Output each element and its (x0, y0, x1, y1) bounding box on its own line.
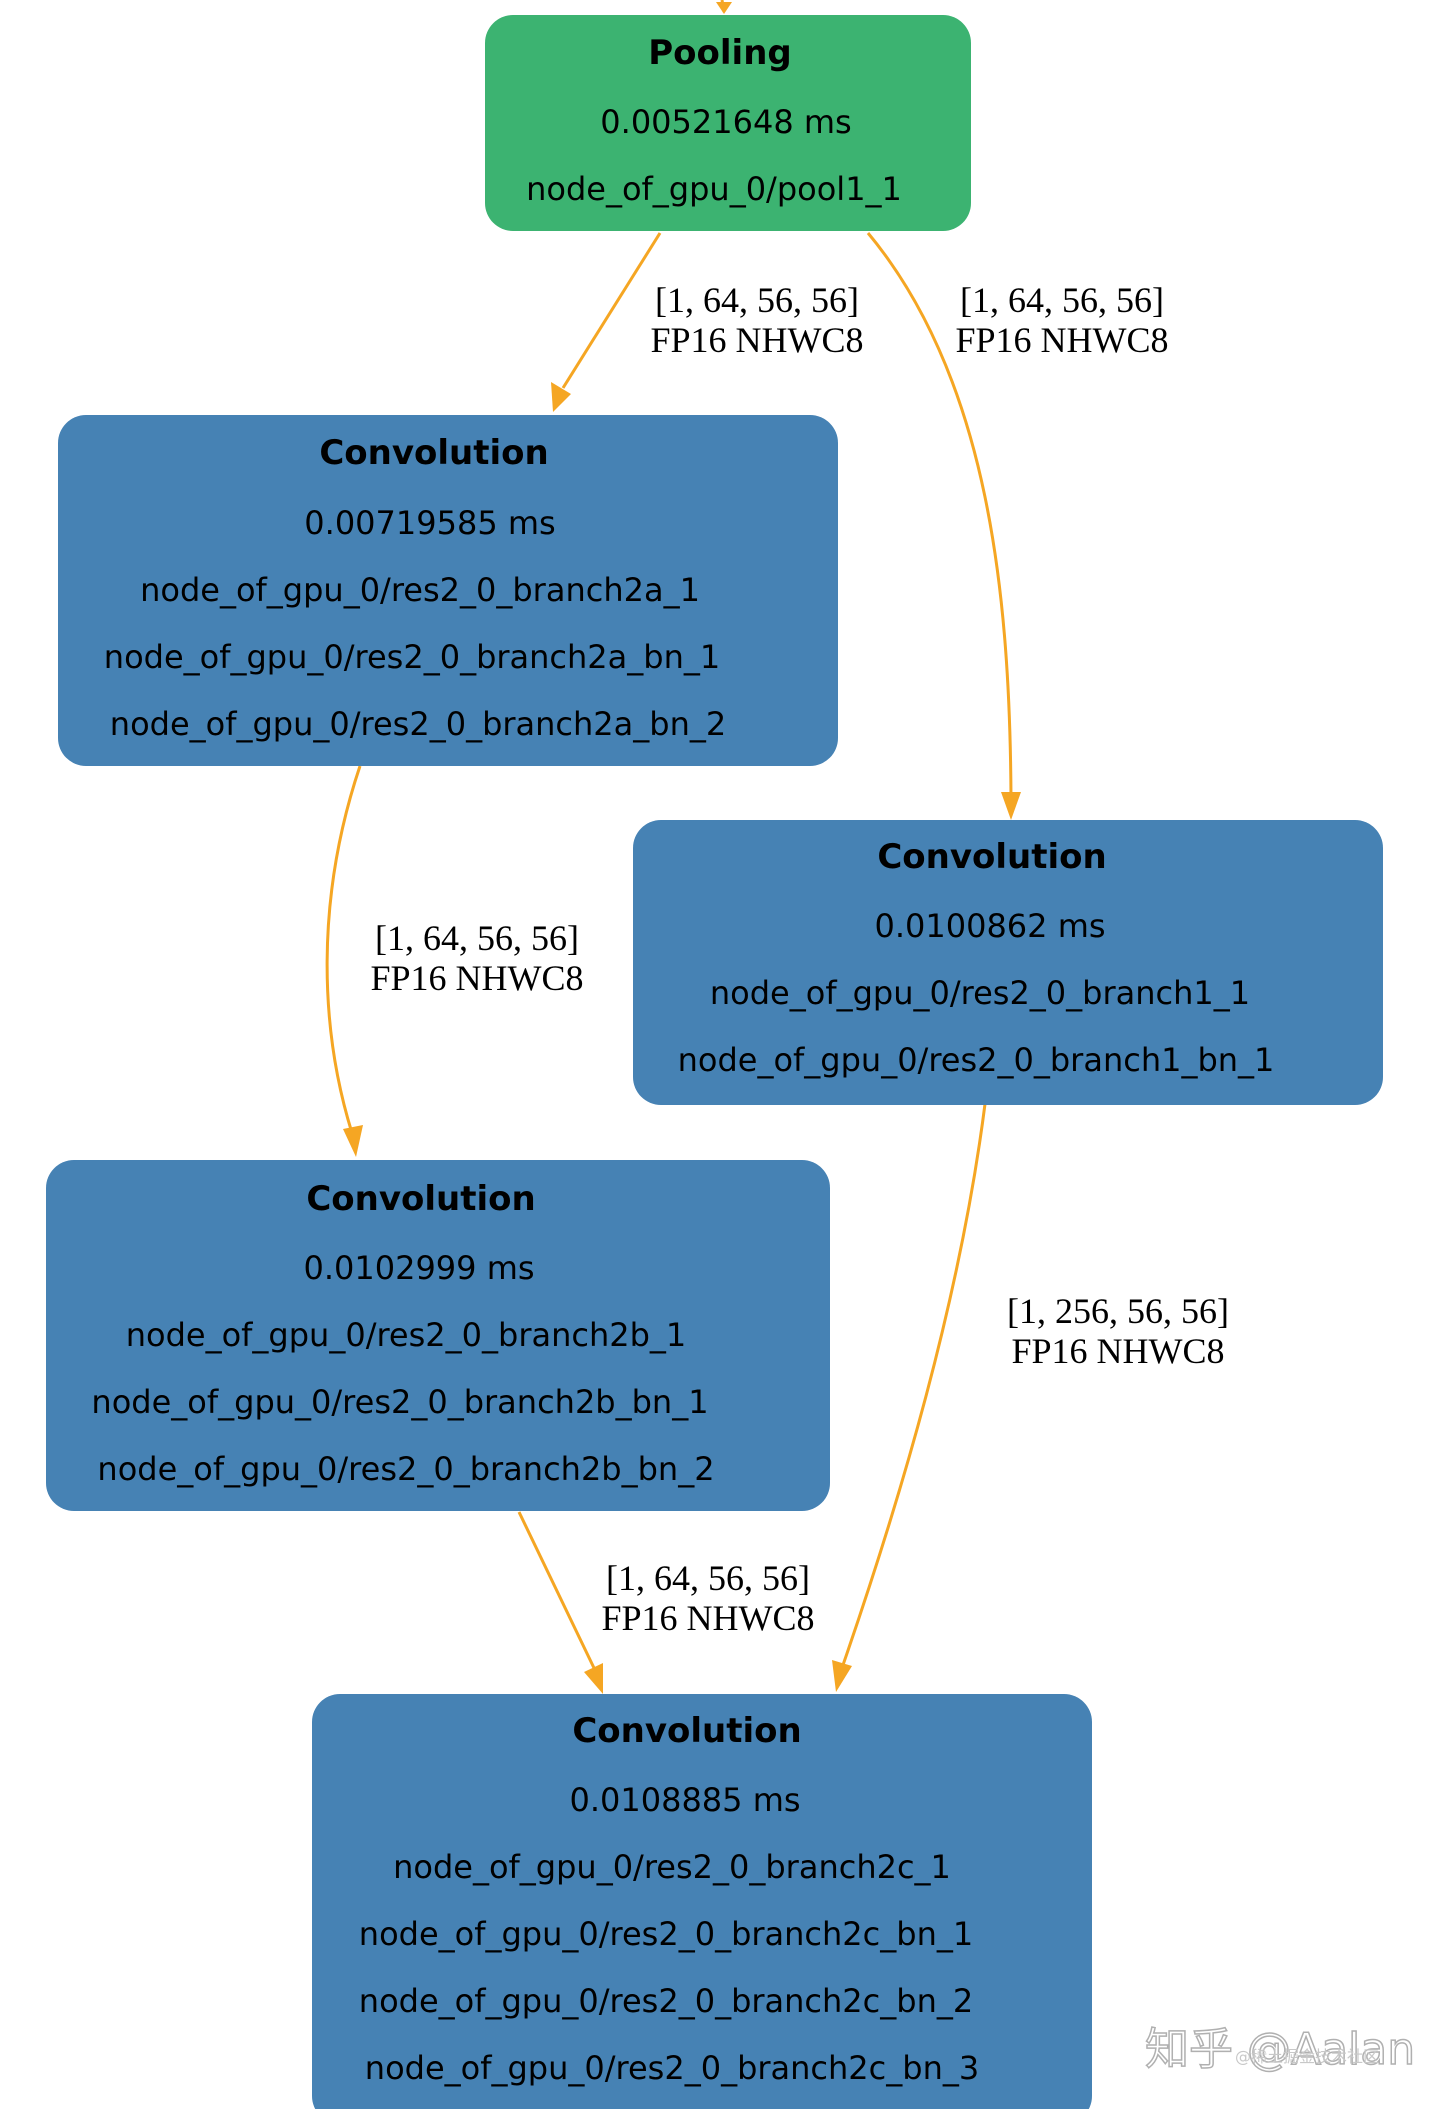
node-time: 0.0102999 ms (303, 1249, 534, 1287)
node-layer-name: node_of_gpu_0/res2_0_branch2b_1 (126, 1316, 687, 1354)
edge-line (841, 1103, 987, 1666)
node-title: Convolution (572, 1711, 801, 1751)
node-layer-name: node_of_gpu_0/res2_0_branch2c_bn_2 (359, 1982, 973, 2020)
node-title: Convolution (319, 433, 548, 473)
edge-line (561, 232, 662, 389)
node-branch2b: Convolution 0.0102999 ms node_of_gpu_0/r… (46, 1160, 830, 1511)
edge-pool1-branch1: [1, 64, 56, 56] FP16 NHWC8 (866, 232, 1169, 820)
node-time: 0.0100862 ms (874, 907, 1105, 945)
edge-branch2b-branch2c: [1, 64, 56, 56] FP16 NHWC8 (517, 1511, 815, 1694)
edge-label-shape: [1, 64, 56, 56] (375, 918, 579, 958)
node-branch1: Convolution 0.0100862 ms node_of_gpu_0/r… (633, 820, 1383, 1105)
watermark: 知乎 @Aalan @稀土掘金技术社区 (1144, 2023, 1416, 2076)
incoming-edge-arrowhead (716, 2, 732, 14)
edge-label-format: FP16 NHWC8 (370, 958, 583, 998)
node-layer-name: node_of_gpu_0/res2_0_branch2c_bn_3 (365, 2049, 979, 2087)
node-title: Pooling (648, 33, 792, 73)
edge-label-shape: [1, 64, 56, 56] (655, 280, 859, 320)
node-layer-name: node_of_gpu_0/res2_0_branch2a_bn_1 (104, 638, 720, 676)
node-layer-name: node_of_gpu_0/pool1_1 (526, 170, 902, 208)
edge-arrowhead (832, 1660, 852, 1692)
node-time: 0.00719585 ms (304, 504, 555, 542)
node-title: Convolution (306, 1179, 535, 1219)
edge-label-format: FP16 NHWC8 (650, 320, 863, 360)
edge-line (517, 1511, 596, 1669)
node-layer-name: node_of_gpu_0/res2_0_branch2c_1 (393, 1848, 951, 1886)
node-time: 0.0108885 ms (569, 1781, 800, 1819)
node-time: 0.00521648 ms (600, 103, 851, 141)
edge-label-shape: [1, 64, 56, 56] (606, 1558, 810, 1598)
edge-line (866, 232, 1013, 799)
node-title: Convolution (877, 837, 1106, 877)
node-box (485, 15, 971, 231)
node-pool1: Pooling 0.00521648 ms node_of_gpu_0/pool… (485, 15, 971, 231)
edge-arrowhead (343, 1125, 363, 1157)
edge-line (325, 765, 362, 1134)
node-box (58, 415, 838, 766)
node-layer-name: node_of_gpu_0/res2_0_branch2b_bn_2 (97, 1450, 714, 1488)
node-box (633, 820, 1383, 1105)
node-box (46, 1160, 830, 1511)
edge-label-format: FP16 NHWC8 (601, 1598, 814, 1638)
node-branch2a: Convolution 0.00719585 ms node_of_gpu_0/… (58, 415, 838, 766)
watermark-subtext: @稀土掘金技术社区 (1235, 2047, 1379, 2066)
edge-label-shape: [1, 256, 56, 56] (1007, 1291, 1229, 1331)
edge-label-format: FP16 NHWC8 (1011, 1331, 1224, 1371)
edge-branch1-branch2c: [1, 256, 56, 56] FP16 NHWC8 (832, 1103, 1229, 1692)
watermark-text: 知乎 @Aalan (1145, 2024, 1415, 2075)
node-layer-name: node_of_gpu_0/res2_0_branch2a_1 (140, 571, 700, 609)
edge-label-shape: [1, 64, 56, 56] (960, 280, 1164, 320)
node-branch2c: Convolution 0.0108885 ms node_of_gpu_0/r… (312, 1694, 1092, 2109)
edge-label-format: FP16 NHWC8 (955, 320, 1168, 360)
node-box (312, 1694, 1092, 2109)
edge-arrowhead (551, 382, 571, 412)
edge-arrowhead (584, 1663, 603, 1694)
node-layer-name: node_of_gpu_0/res2_0_branch2b_bn_1 (91, 1383, 708, 1421)
node-layer-name: node_of_gpu_0/res2_0_branch1_bn_1 (678, 1041, 1275, 1079)
node-layer-name: node_of_gpu_0/res2_0_branch2c_bn_1 (359, 1915, 973, 1953)
edge-arrowhead (1001, 792, 1021, 820)
edge-pool1-branch2a: [1, 64, 56, 56] FP16 NHWC8 (551, 232, 864, 412)
node-layer-name: node_of_gpu_0/res2_0_branch1_1 (710, 974, 1250, 1012)
node-layer-name: node_of_gpu_0/res2_0_branch2a_bn_2 (110, 705, 726, 743)
edge-branch2a-branch2b: [1, 64, 56, 56] FP16 NHWC8 (325, 765, 584, 1157)
